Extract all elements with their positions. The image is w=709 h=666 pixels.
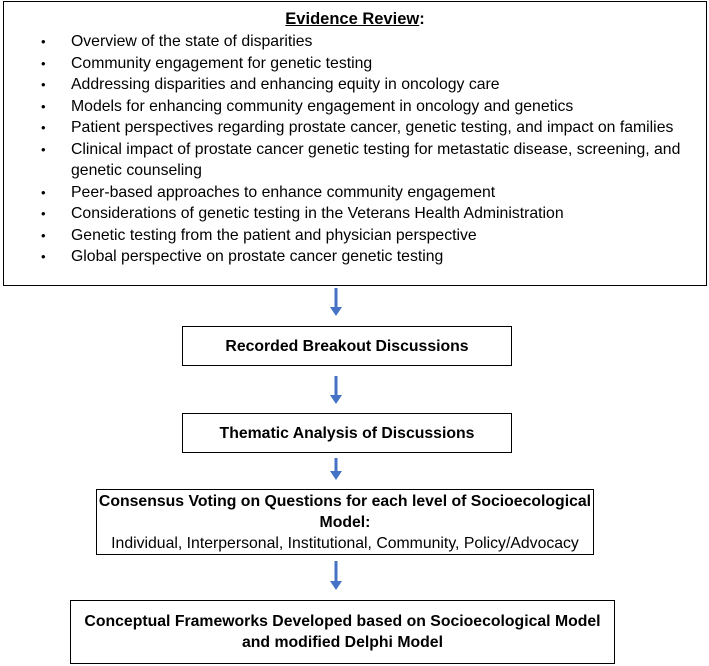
bullet-icon: • <box>41 34 46 49</box>
down-arrow-icon <box>330 561 342 590</box>
evidence-review-item-text: Peer-based approaches to enhance communi… <box>71 183 496 201</box>
evidence-review-item-text: Community engagement for genetic testing <box>71 54 373 72</box>
evidence-review-item-text: Addressing disparities and enhancing equ… <box>71 76 500 93</box>
breakout-discussions-label: Recorded Breakout Discussions <box>225 337 469 355</box>
bullet-icon: • <box>41 206 46 221</box>
bullet-icon: • <box>41 98 46 114</box>
bullet-icon: • <box>41 141 46 157</box>
evidence-review-item-text: Patient perspectives regarding prostate … <box>71 119 674 136</box>
evidence-review-item: • Addressing disparities and enhancing eq… <box>14 74 696 96</box>
frameworks-line-1: Conceptual Frameworks Developed based on… <box>84 613 601 630</box>
down-arrow-icon <box>330 376 342 404</box>
consensus-voting-title: Consensus Voting on Questions for each l… <box>98 492 592 531</box>
evidence-review-item-text: Global perspective on prostate cancer ge… <box>71 248 444 265</box>
evidence-review-box: Evidence Review: • Overview of the state … <box>3 1 707 286</box>
thematic-analysis-box: Thematic Analysis of Discussions <box>182 413 512 453</box>
breakout-discussions-box: Recorded Breakout Discussions <box>182 326 512 366</box>
evidence-review-item-text: Models for enhancing community engagemen… <box>71 97 574 115</box>
evidence-review-item: • Models for enhancing community engageme… <box>14 96 696 118</box>
evidence-review-item: • Clinical impact of prostate cancer gene… <box>14 139 696 182</box>
bullet-icon: • <box>41 227 46 243</box>
consensus-voting-box: Consensus Voting on Questions for each l… <box>96 489 594 555</box>
conceptual-frameworks-box: Conceptual Frameworks Developed based on… <box>70 600 615 664</box>
evidence-review-item: • Patient perspectives regarding prostate… <box>14 117 696 139</box>
down-arrow-icon <box>330 288 342 316</box>
bullet-icon: • <box>41 184 46 200</box>
thematic-analysis-label: Thematic Analysis of Discussions <box>219 424 475 442</box>
frameworks-line-2: and modified Delphi Model <box>242 634 443 651</box>
evidence-review-list: • Overview of the state of disparities • Co… <box>14 31 696 268</box>
evidence-review-item: • Global perspective on prostate cancer g… <box>14 246 696 268</box>
bullet-icon: • <box>41 120 46 135</box>
evidence-review-item: • Peer-based approaches to enhance commun… <box>14 182 696 204</box>
evidence-review-item-text: Overview of the state of disparities <box>71 33 313 50</box>
evidence-review-item-text: Genetic testing from the patient and phy… <box>71 226 477 244</box>
evidence-review-item: • Considerations of genetic testing in th… <box>14 203 696 225</box>
bullet-icon: • <box>41 77 46 92</box>
evidence-review-title: Evidence Review: <box>285 10 425 28</box>
evidence-review-item: • Community engagement for genetic testin… <box>14 53 696 75</box>
down-arrow-icon <box>330 458 342 480</box>
evidence-review-item: • Overview of the state of disparities <box>14 31 696 53</box>
bullet-icon: • <box>41 55 46 71</box>
bullet-icon: • <box>41 249 46 264</box>
evidence-review-item-text: Considerations of genetic testing in the… <box>71 205 564 222</box>
consensus-levels-text: Individual, Interpersonal, Institutional… <box>111 534 579 552</box>
evidence-review-item-text: Clinical impact of prostate cancer genet… <box>71 140 681 180</box>
evidence-review-item: • Genetic testing from the patient and ph… <box>14 225 696 247</box>
